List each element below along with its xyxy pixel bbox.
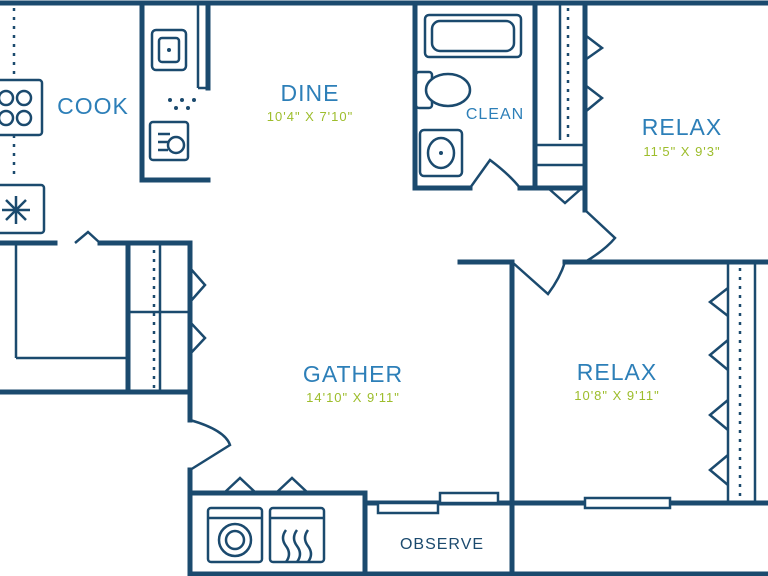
counter-dots xyxy=(168,98,196,110)
room-label-cook: COOK xyxy=(57,93,129,119)
room-label-dine: DINE xyxy=(280,80,340,106)
room-label-gather: GATHER xyxy=(302,361,404,387)
room-size-dine: 10'4" X 7'10" xyxy=(266,109,354,124)
room-size-relax-1: 11'5" X 9'3" xyxy=(643,144,721,159)
bathtub-icon xyxy=(423,13,523,59)
toilet-icon xyxy=(414,70,472,110)
windows xyxy=(376,491,672,515)
swing-doors xyxy=(189,158,617,472)
partitions xyxy=(14,3,757,503)
refrigerator-icon xyxy=(0,183,46,235)
bathroom-sink-icon xyxy=(418,128,464,178)
room-label-observe: OBSERVE xyxy=(399,536,485,553)
stove-icon xyxy=(0,78,44,137)
room-size-relax-2: 10'8" X 9'11" xyxy=(574,388,660,403)
sink-icon xyxy=(150,28,188,72)
dryer-icon xyxy=(268,506,326,564)
room-label-clean: CLEAN xyxy=(465,106,525,123)
room-size-gather: 14'10" X 9'11" xyxy=(306,390,400,405)
room-label-relax-1: RELAX xyxy=(641,114,723,140)
closet-rods xyxy=(12,8,742,498)
closet-doors xyxy=(74,34,729,494)
room-label-relax-2: RELAX xyxy=(576,359,658,385)
dishwasher-icon xyxy=(148,120,190,162)
washer-icon xyxy=(206,506,264,564)
